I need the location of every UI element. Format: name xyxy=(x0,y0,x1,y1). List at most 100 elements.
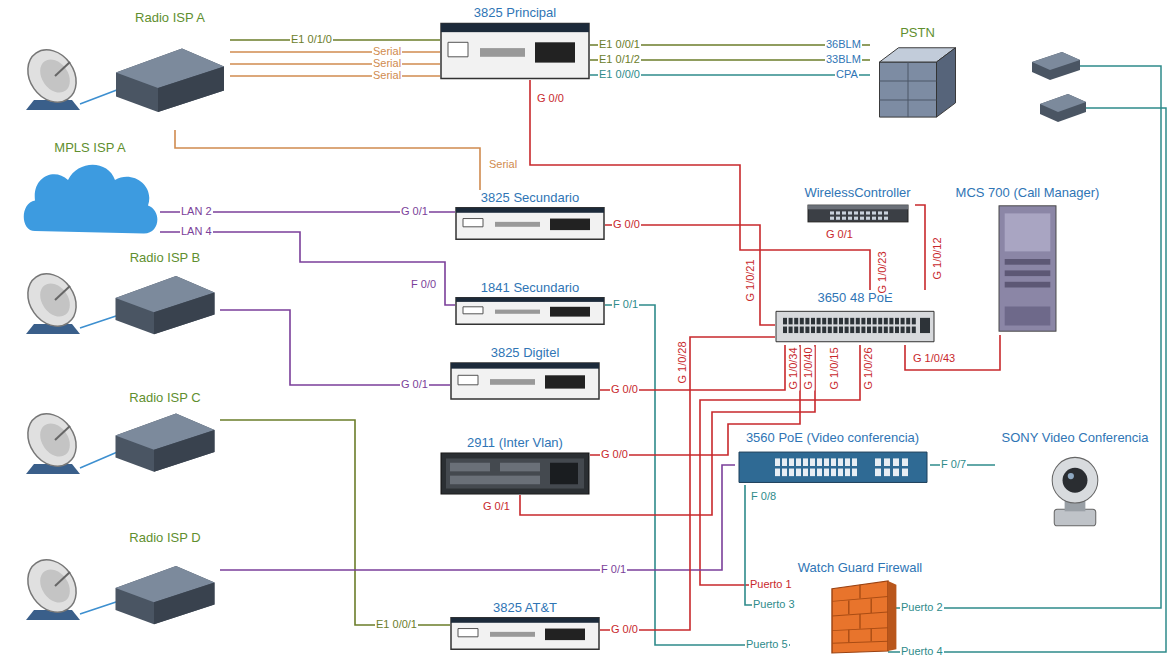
satellite-dish xyxy=(18,40,86,111)
port-label: Puerto 5 xyxy=(745,638,789,651)
device-node: 3825 Digitel xyxy=(450,345,600,400)
network-link xyxy=(220,310,450,385)
satellite-dish xyxy=(18,264,86,335)
device-node: 3560 PoE (Video conferencia) xyxy=(735,430,930,485)
port-label: G 0/0 xyxy=(610,383,639,396)
device-node: SONY Video Conferencia xyxy=(995,430,1155,530)
device-node: 3825 Principal xyxy=(440,5,590,80)
router2-icon xyxy=(440,452,590,495)
port-label: G 0/0 xyxy=(600,448,629,461)
network-link xyxy=(230,75,440,77)
router-icon xyxy=(455,297,605,325)
satellite-dish xyxy=(18,550,86,621)
port-label: E1 0/0/1 xyxy=(375,618,418,631)
network-link xyxy=(175,130,480,190)
port-label: G 1/0/28 xyxy=(675,340,688,384)
port-label: LAN 4 xyxy=(180,225,213,238)
sw2-icon xyxy=(735,447,930,485)
device-label: WirelessController xyxy=(800,185,915,200)
switch-icon xyxy=(775,307,935,345)
device-label: 3825 Secundario xyxy=(455,190,605,205)
port-label: 36BLM xyxy=(825,38,862,51)
satellite-dish xyxy=(18,404,86,475)
network-link xyxy=(220,420,450,625)
port-label: G 1/0/15 xyxy=(827,346,840,390)
port-label: G 1/0/26 xyxy=(861,346,874,390)
port-label: G 0/0 xyxy=(610,623,639,636)
port-label: G 0/1 xyxy=(400,205,429,218)
port-label: F 0/1 xyxy=(600,563,627,576)
device-label: Radio ISP B xyxy=(129,250,201,265)
device-label: 3650 48 PoE xyxy=(775,290,935,305)
port-label: G 0/1 xyxy=(825,228,854,241)
radio-icon xyxy=(110,267,220,340)
port-label: E1 0/0/1 xyxy=(598,38,641,51)
device-node: 1841 Secundario xyxy=(455,280,605,325)
network-link xyxy=(605,225,775,325)
device-node: PSTN xyxy=(870,25,965,120)
network-link xyxy=(230,39,440,41)
device-label: 1841 Secundario xyxy=(455,280,605,295)
firewall-icon xyxy=(790,577,930,655)
pstn-icon xyxy=(870,42,965,120)
port-label: E1 0/1/0 xyxy=(290,33,333,46)
port-label: CPA xyxy=(835,68,859,81)
device-node: Radio ISP A xyxy=(110,10,230,130)
port-label: Puerto 1 xyxy=(749,578,793,591)
wlc-icon xyxy=(800,202,915,225)
device-label: Watch Guard Firewall xyxy=(790,560,930,575)
port-label: F 0/0 xyxy=(410,278,437,291)
device-label: 2911 (Inter Vlan) xyxy=(440,435,590,450)
port-label: G 1/0/12 xyxy=(930,236,943,280)
port-label: F 0/1 xyxy=(612,298,639,311)
device-label: 3560 PoE (Video conferencia) xyxy=(735,430,930,445)
port-label: Puerto 3 xyxy=(752,598,796,611)
device-label: Radio ISP C xyxy=(129,390,201,405)
port-label: F 0/8 xyxy=(750,490,777,503)
device-node: 3650 48 PoE xyxy=(775,290,935,345)
device-label: MPLS ISP A xyxy=(54,140,126,155)
port-label: 33BLM xyxy=(825,53,862,66)
device-node: MPLS ISP A xyxy=(20,140,160,240)
cloud-icon xyxy=(20,157,160,240)
port-label: LAN 2 xyxy=(180,205,213,218)
radio-icon xyxy=(110,407,220,475)
device-label: 3825 Principal xyxy=(440,5,590,20)
device-label: Radio ISP D xyxy=(129,530,201,545)
device-node: MCS 700 (Call Manager) xyxy=(945,185,1110,335)
port-label: G 0/0 xyxy=(536,92,565,105)
network-link xyxy=(230,51,440,53)
device-node: 2911 (Inter Vlan) xyxy=(440,435,590,495)
device-node: 3825 Secundario xyxy=(455,190,605,240)
port-label: G 1/0/34 xyxy=(786,346,799,390)
radio-icon xyxy=(110,547,220,640)
remote-device xyxy=(1032,52,1086,122)
camera-icon xyxy=(995,447,1155,530)
port-label: G 0/1 xyxy=(400,378,429,391)
network-link xyxy=(915,205,925,290)
port-label: Puerto 2 xyxy=(900,601,944,614)
device-label: 3825 AT&T xyxy=(450,600,600,615)
device-node: WirelessController xyxy=(800,185,915,225)
router-icon xyxy=(455,207,605,240)
device-label: MCS 700 (Call Manager) xyxy=(945,185,1110,200)
device-label: Radio ISP A xyxy=(134,10,206,25)
port-label: G 1/0/21 xyxy=(743,258,756,302)
device-node: Radio ISP B xyxy=(110,250,220,340)
firewall-uplink xyxy=(888,66,1166,652)
router-icon xyxy=(440,22,590,80)
network-link xyxy=(220,465,735,570)
device-label: PSTN xyxy=(870,25,965,40)
port-label: G 1/0/23 xyxy=(875,250,888,294)
port-label: G 1/0/43 xyxy=(912,352,956,365)
server-icon xyxy=(945,202,1110,335)
device-node: 3825 AT&T xyxy=(450,600,600,650)
port-label: G 0/0 xyxy=(612,218,641,231)
port-label: G 1/0/40 xyxy=(801,346,814,390)
port-label: E1 0/1/2 xyxy=(598,53,641,66)
port-label: G 0/1 xyxy=(482,500,511,513)
port-label: E1 0/0/0 xyxy=(598,68,641,81)
device-label: 3825 Digitel xyxy=(450,345,600,360)
port-label: F 0/7 xyxy=(940,458,967,471)
router-icon xyxy=(450,617,600,650)
